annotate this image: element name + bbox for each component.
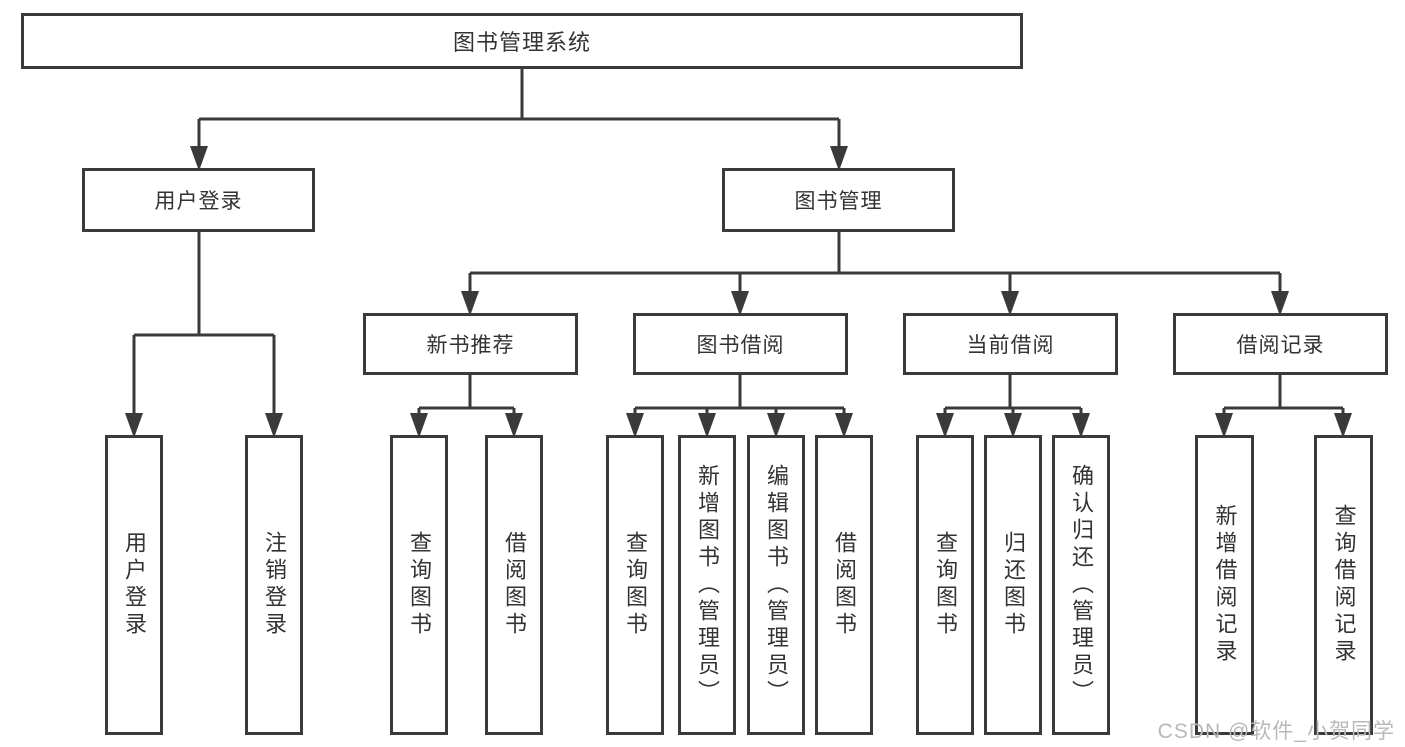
leaf-query-borrow-record: 查询借阅记录 <box>1314 435 1373 735</box>
node-label: 用户登录 <box>154 190 243 213</box>
leaf-borrow-books-recommend: 借阅图书 <box>485 435 543 735</box>
node-label: 编辑图书（管理员） <box>764 463 789 707</box>
node-book-borrowing: 图书借阅 <box>633 313 848 375</box>
node-label: 用户登录 <box>122 531 147 639</box>
node-new-book-recommendation: 新书推荐 <box>363 313 578 375</box>
leaf-edit-book-admin: 编辑图书（管理员） <box>747 435 805 735</box>
node-label: 注销登录 <box>262 531 287 639</box>
node-label: 查询借阅记录 <box>1331 504 1357 666</box>
node-label: 图书管理系统 <box>452 30 591 55</box>
node-label: 当前借阅 <box>966 334 1055 357</box>
leaf-confirm-return-admin: 确认归还（管理员） <box>1052 435 1110 735</box>
leaf-logout: 注销登录 <box>245 435 303 735</box>
node-library-management-system: 图书管理系统 <box>21 13 1023 69</box>
leaf-add-book-admin: 新增图书（管理员） <box>678 435 736 735</box>
leaf-query-books-current: 查询图书 <box>916 435 974 735</box>
node-label: 查询图书 <box>623 531 648 639</box>
node-label: 新增图书（管理员） <box>695 463 720 707</box>
tree-edges <box>132 69 1345 416</box>
node-borrowing-records: 借阅记录 <box>1173 313 1388 375</box>
node-book-management: 图书管理 <box>722 168 955 232</box>
node-label: 确认归还（管理员） <box>1069 463 1094 707</box>
node-label: 归还图书 <box>1001 531 1026 639</box>
leaf-return-book: 归还图书 <box>984 435 1042 735</box>
node-label: 图书管理 <box>794 190 883 213</box>
node-label: 新增借阅记录 <box>1212 504 1238 666</box>
node-label: 图书借阅 <box>696 334 785 357</box>
node-user-login: 用户登录 <box>82 168 315 232</box>
node-label: 借阅图书 <box>832 531 857 639</box>
node-label: 新书推荐 <box>426 334 515 357</box>
arrowheads <box>125 146 1352 438</box>
leaf-add-borrow-record: 新增借阅记录 <box>1195 435 1254 735</box>
leaf-query-books-recommend: 查询图书 <box>390 435 448 735</box>
node-label: 借阅记录 <box>1236 334 1325 357</box>
leaf-user-login: 用户登录 <box>105 435 163 735</box>
node-label: 查询图书 <box>407 531 432 639</box>
leaf-borrow-books: 借阅图书 <box>815 435 873 735</box>
node-label: 借阅图书 <box>502 531 527 639</box>
csdn-watermark: CSDN @软件_小贺同学 <box>1157 720 1395 743</box>
node-current-borrowing: 当前借阅 <box>903 313 1118 375</box>
leaf-query-books-borrow: 查询图书 <box>606 435 664 735</box>
node-label: 查询图书 <box>933 531 958 639</box>
